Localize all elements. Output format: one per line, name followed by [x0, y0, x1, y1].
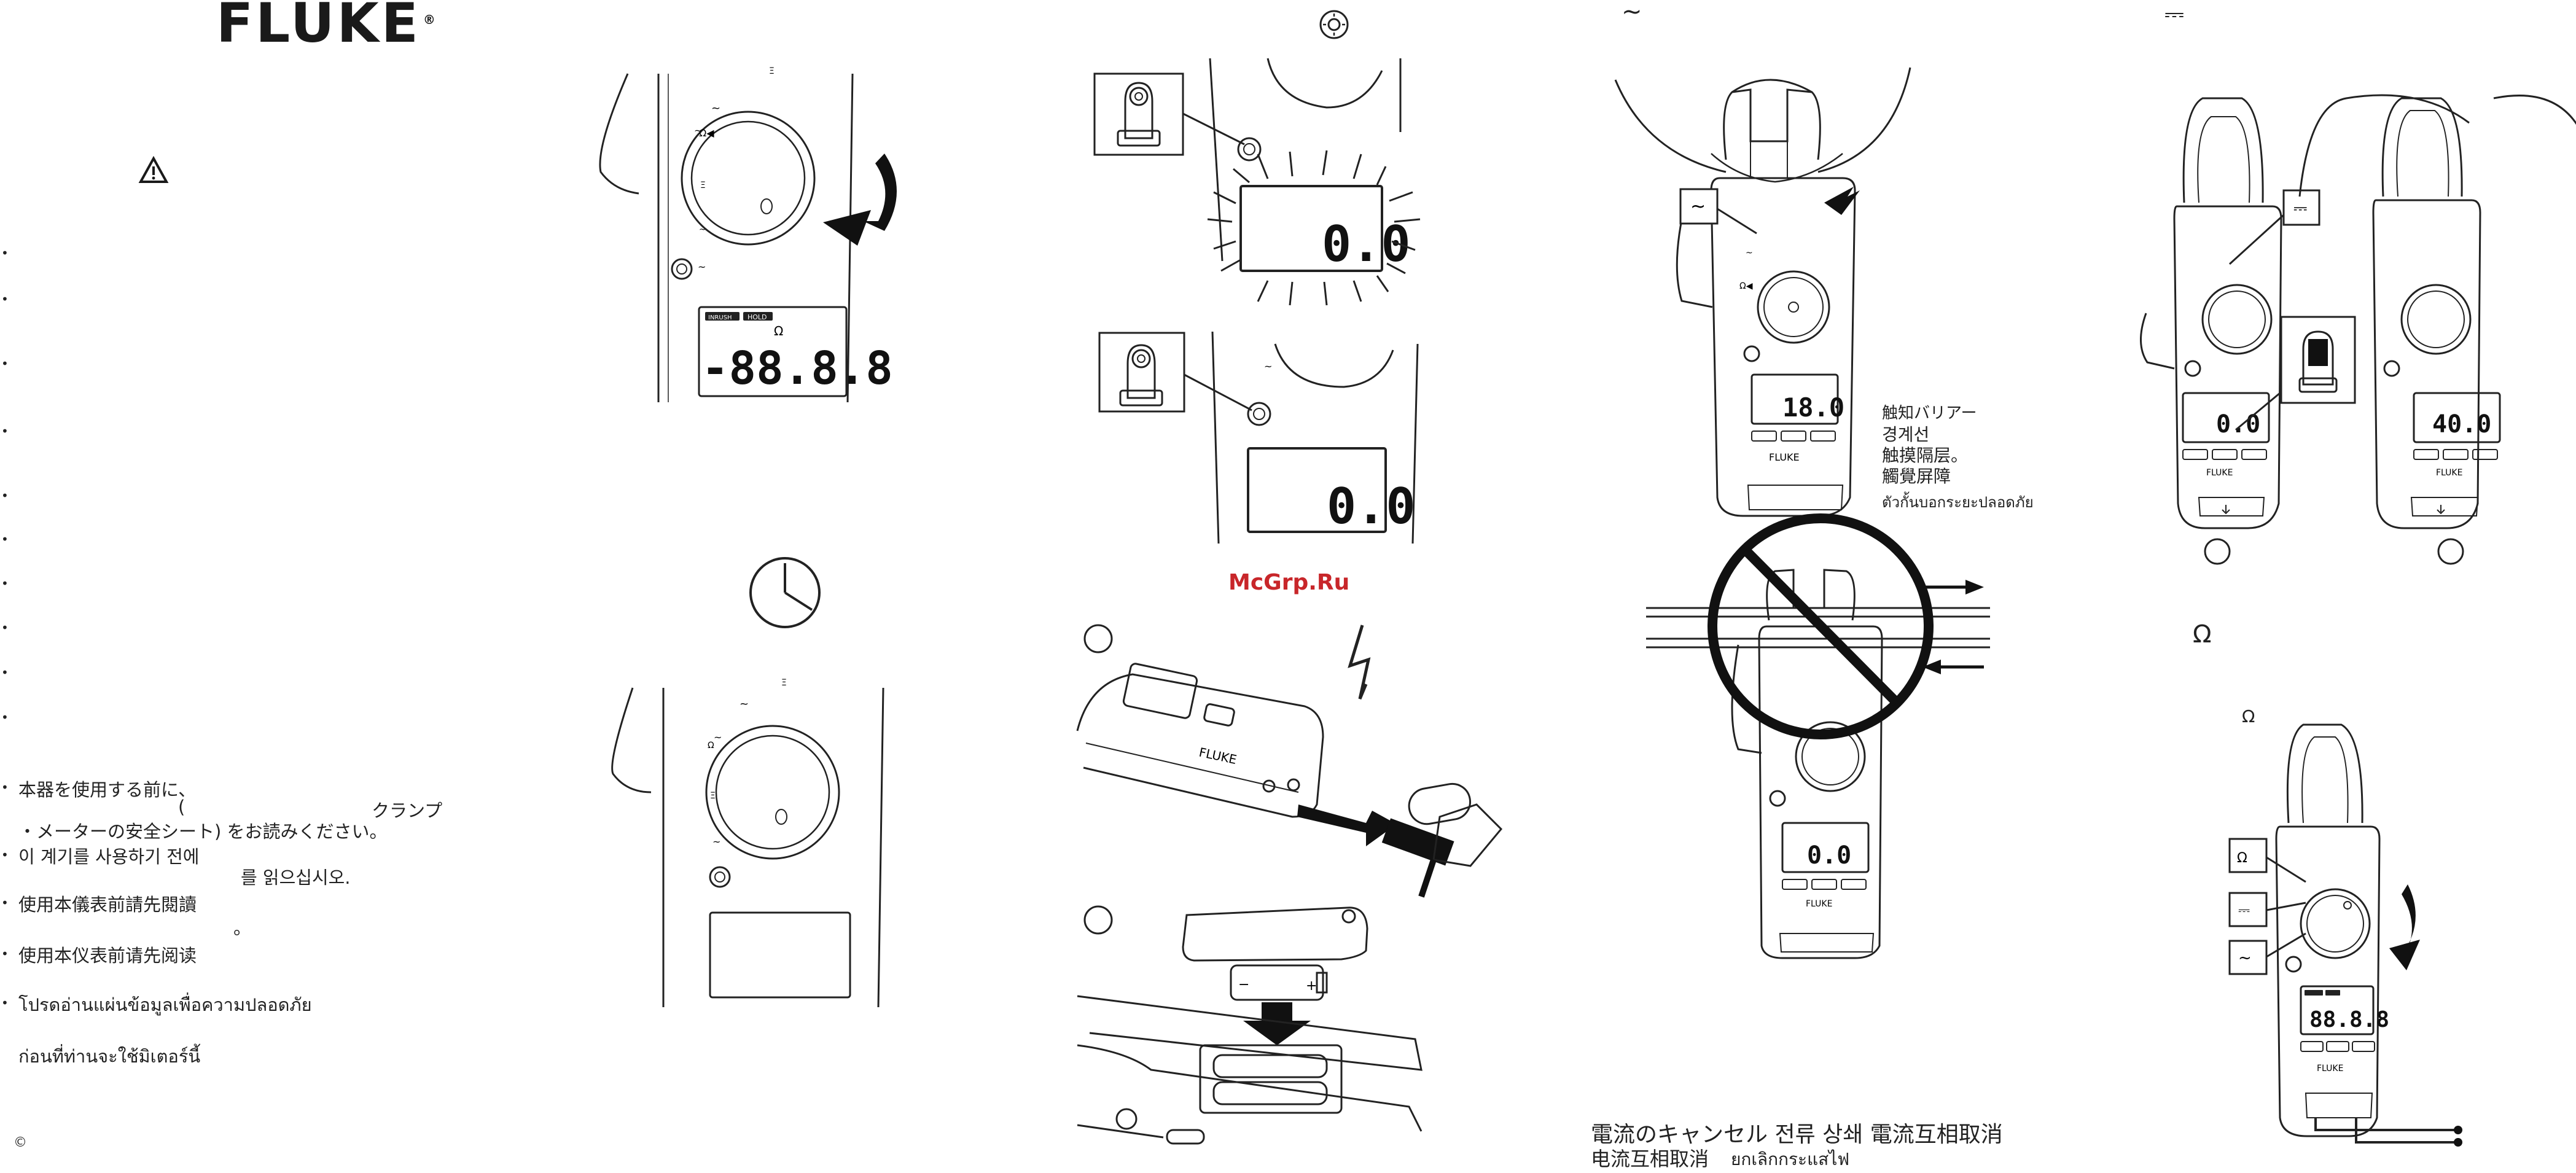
svg-text:~: ~	[698, 261, 706, 273]
resistance-test-illustration: Ω ⎓ ~ 88.8.8 FLUKE	[2228, 723, 2462, 1147]
registered-mark: ®	[423, 12, 438, 27]
dc-section-symbol: ⎓	[2164, 0, 2184, 28]
bullet-marker: •	[1, 620, 9, 635]
bullet-marker: •	[1, 665, 9, 680]
svg-text:FLUKE: FLUKE	[2206, 468, 2233, 478]
safety-line: 이 계기를 사용하기 전에	[18, 846, 200, 867]
svg-text:~: ~	[694, 125, 702, 136]
svg-text:⎓: ⎓	[2238, 902, 2250, 919]
bullet-marker: •	[1, 710, 9, 725]
bullet-marker: •	[1, 946, 9, 961]
bullet-marker: •	[1, 780, 9, 795]
svg-text:⎓: ⎓	[2293, 198, 2307, 218]
svg-text:40.0: 40.0	[2432, 410, 2491, 438]
meter-off-illustration: ~ Ξ ~ Ω Ξ ~	[611, 678, 884, 1008]
dc-zero-illustration: ⎓ 0.0 FLUKE 40.0 FLUKE	[2140, 94, 2576, 565]
safety-line: 를 읽으십시오.	[241, 867, 351, 888]
bullet-marker: •	[1, 356, 9, 371]
svg-text:0.0: 0.0	[1807, 841, 1851, 870]
svg-text:INRUSH: INRUSH	[708, 314, 732, 321]
bullet-marker: •	[1, 996, 9, 1010]
bullet-marker: •	[1, 246, 9, 260]
copyright-symbol: ©	[14, 1135, 27, 1150]
safety-line: ก่อนที่ท่านจะใช้มิเตอร์นี้	[18, 1046, 201, 1067]
ac-section-symbol: ~	[1622, 0, 1642, 26]
svg-text:Ξ: Ξ	[781, 678, 787, 688]
bullet-marker: •	[1, 532, 9, 547]
backlight-on-illustration: 0.0	[1093, 58, 1421, 306]
svg-text:0.0: 0.0	[1322, 216, 1411, 273]
svg-text:FLUKE: FLUKE	[2317, 1064, 2343, 1074]
svg-text:−: −	[1238, 977, 1249, 992]
backlight-off-illustration: ~ 0.0	[1098, 331, 1419, 544]
bullet-marker: •	[1, 488, 9, 503]
meter-poweron-illustration: ~ ~ Ξ Ξ ~ ~ Ω◀ INRUSH HOLD Ω -88.8.8	[599, 66, 897, 403]
svg-text:Ξ: Ξ	[769, 66, 775, 76]
svg-text:~: ~	[714, 731, 722, 743]
touch-barrier-ko: 경계선	[1882, 424, 1930, 445]
svg-text:Ξ: Ξ	[700, 181, 706, 190]
auto-power-off-clock-icon	[749, 557, 821, 628]
svg-text:+: +	[1306, 978, 1317, 994]
ohm-subsection-symbol: Ω	[2242, 706, 2255, 727]
touch-barrier-zh-cn: 触摸隔层。	[1882, 445, 1969, 466]
safety-line: ・メーターの安全シート) をお読みください。	[18, 821, 388, 842]
safety-line: クランプ	[372, 800, 443, 821]
touch-barrier-ja: 触知バリアー	[1882, 404, 1977, 423]
svg-text:~: ~	[1264, 360, 1272, 372]
svg-text:-88.8.8: -88.8.8	[701, 342, 893, 395]
safety-line: 。	[233, 918, 252, 938]
svg-text:88.8.8: 88.8.8	[2309, 1007, 2389, 1032]
watermark: McGrp.Ru	[1228, 570, 1350, 595]
current-cancel-line2-th: ยกเลิกกระแสไฟ	[1731, 1149, 1850, 1169]
svg-text:~: ~	[712, 836, 720, 848]
ohm-section-symbol: Ω	[2193, 620, 2212, 649]
bullet-marker: •	[1, 576, 9, 591]
safety-line: โปรดอ่านแผ่นข้อมูลเพื่อความปลอดภัย	[18, 994, 312, 1015]
safety-line: 本器を使用する前に、	[18, 779, 197, 800]
svg-text:FLUKE: FLUKE	[1769, 451, 1800, 463]
svg-text:FLUKE: FLUKE	[2436, 468, 2462, 478]
touch-barrier-th: ตัวกั้นบอกระยะปลอดภัย	[1882, 494, 2034, 511]
svg-text:Ω◀: Ω◀	[1739, 281, 1753, 291]
safety-line: 使用本仪表前请先阅读	[18, 945, 197, 966]
svg-text:~: ~	[699, 225, 706, 235]
svg-text:~: ~	[740, 698, 749, 711]
svg-text:~: ~	[1690, 196, 1706, 217]
warning-triangle-icon	[138, 155, 169, 183]
svg-text:0.0: 0.0	[1327, 478, 1416, 535]
current-cancel-illustration: 0.0 FLUKE	[1646, 513, 1990, 959]
svg-text:Ω: Ω	[774, 324, 783, 338]
backlight-button-icon	[1319, 10, 1349, 39]
battery-step2-illustration: − +	[1077, 905, 1423, 1145]
svg-text:~: ~	[1746, 248, 1753, 258]
safety-line: 使用本儀表前請先閱讀	[18, 894, 197, 915]
ac-current-clamp-illustration: ~ ~ Ω◀ 18.0 FLUKE	[1614, 67, 1911, 517]
battery-step1-illustration: FLUKE	[1076, 624, 1503, 898]
fluke-logo: FLUKE®	[216, 0, 438, 55]
svg-text:HOLD: HOLD	[747, 313, 767, 321]
svg-text:Ω: Ω	[2237, 851, 2247, 866]
touch-barrier-zh-tw: 觸覺屏障	[1882, 466, 1951, 486]
bullet-marker: •	[1, 424, 9, 438]
svg-text:Ω: Ω	[708, 741, 714, 750]
svg-text:18.0: 18.0	[1782, 392, 1844, 423]
current-cancel-line2-zh: 电流互相取消	[1591, 1147, 1709, 1171]
bullet-marker: •	[1, 895, 9, 910]
bullet-marker: •	[1, 292, 9, 306]
safety-line: (	[178, 797, 185, 817]
svg-text:FLUKE: FLUKE	[1198, 745, 1238, 767]
svg-text:~: ~	[711, 102, 720, 115]
svg-text:FLUKE: FLUKE	[1806, 899, 1832, 909]
current-cancel-line1: 電流のキャンセル 전류 상쇄 電流互相取消	[1591, 1122, 2003, 1147]
svg-text:~: ~	[2238, 949, 2252, 967]
svg-text:Ξ: Ξ	[710, 791, 716, 801]
svg-text:Ω◀: Ω◀	[699, 127, 714, 139]
bullet-marker: •	[1, 848, 9, 862]
